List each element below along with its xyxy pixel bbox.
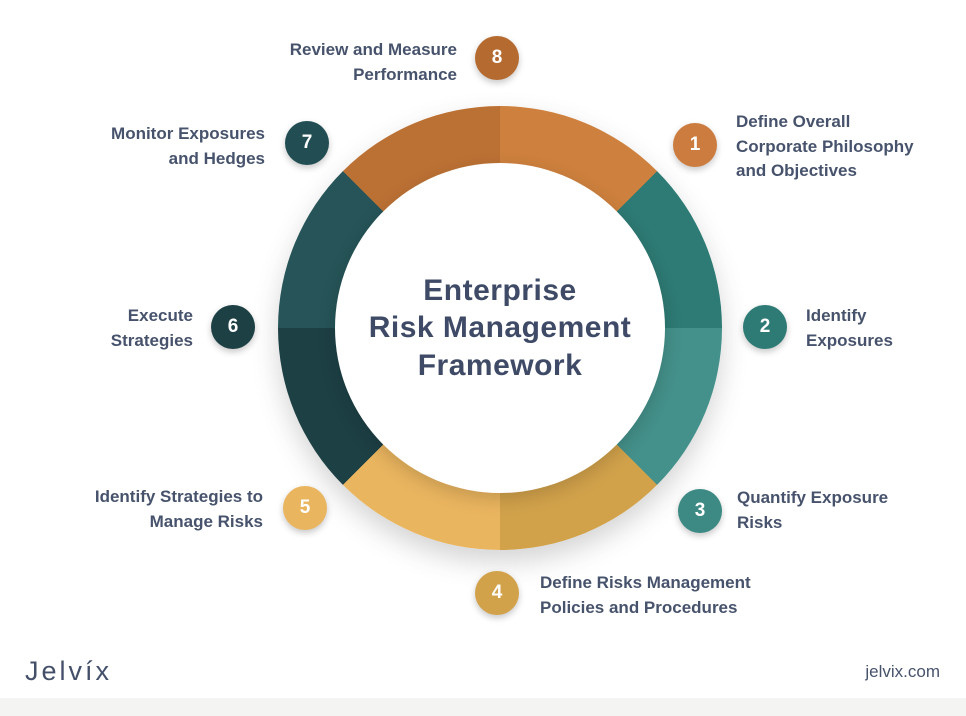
website-url: jelvix.com xyxy=(865,662,940,681)
step-2-badge: 2 xyxy=(743,305,787,349)
step-7-label: Monitor Exposures and Hedges xyxy=(111,124,265,168)
step-6-label: Execute Strategies xyxy=(110,306,193,350)
step-4-label: Define Risks Management Policies and Pro… xyxy=(540,573,751,617)
step-1-badge: 1 xyxy=(673,123,717,167)
step-3-label: Quantify Exposure Risks xyxy=(737,488,889,532)
step-1-number: 1 xyxy=(689,134,701,155)
step-5-badge: 5 xyxy=(283,486,327,530)
step-2-label: Identify Exposures xyxy=(806,306,893,350)
step-6-number: 6 xyxy=(227,316,239,337)
footer-divider-strip xyxy=(0,698,966,716)
step-5-number: 5 xyxy=(299,497,311,518)
step-2-number: 2 xyxy=(759,316,771,337)
step-5-label: Identify Strategies to Manage Risks xyxy=(94,487,263,531)
step-8-number: 8 xyxy=(491,47,503,68)
step-4-badge: 4 xyxy=(475,571,519,615)
step-6-badge: 6 xyxy=(211,305,255,349)
donut-ring-chart: Enterprise Risk Management Framework xyxy=(278,106,722,550)
step-4-number: 4 xyxy=(491,582,503,603)
step-1-label: Define Overall Corporate Philosophy and … xyxy=(736,112,914,181)
step-3-badge: 3 xyxy=(678,489,722,533)
diagram-title: Enterprise Risk Management Framework xyxy=(368,273,632,382)
step-7-badge: 7 xyxy=(285,121,329,165)
step-8-label: Review and Measure Performance xyxy=(289,40,457,84)
step-3-number: 3 xyxy=(694,500,706,521)
donut-center-circle: Enterprise Risk Management Framework xyxy=(335,163,665,493)
step-8-badge: 8 xyxy=(475,36,519,80)
brand-logo: Jelvíx xyxy=(25,656,113,686)
step-7-number: 7 xyxy=(301,132,313,153)
